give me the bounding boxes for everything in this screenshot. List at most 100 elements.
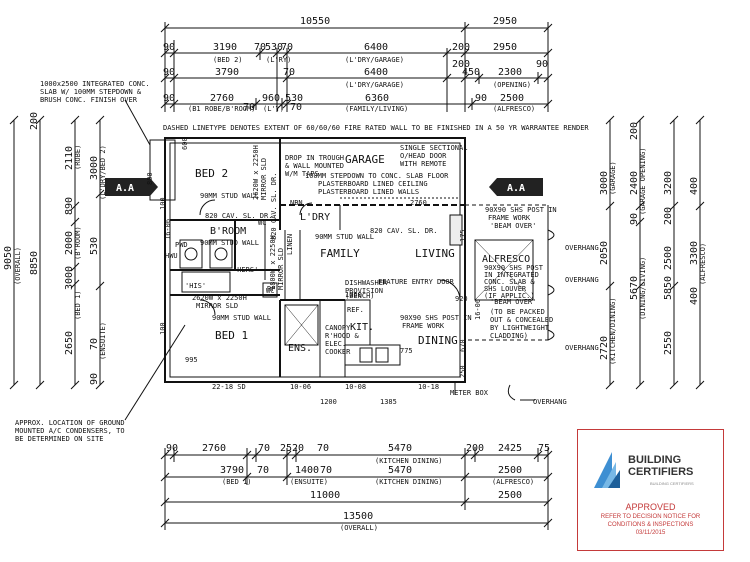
svg-text:(L'DRY/BED 2): (L'DRY/BED 2) xyxy=(99,145,107,200)
svg-text:3790: 3790 xyxy=(215,67,239,78)
svg-text:70: 70 xyxy=(317,443,329,454)
svg-text:70: 70 xyxy=(258,443,270,454)
svg-text:90X90 SHS POST IN: 90X90 SHS POST IN xyxy=(485,206,557,214)
svg-text:2520: 2520 xyxy=(280,443,304,454)
svg-text:2300: 2300 xyxy=(498,67,522,78)
svg-text:6360: 6360 xyxy=(365,93,389,104)
svg-text:2950: 2950 xyxy=(493,16,517,27)
svg-text:LINEN: LINEN xyxy=(286,234,294,255)
svg-text:820 CAV. SL. DR.: 820 CAV. SL. DR. xyxy=(370,227,437,235)
svg-text:(BENCH): (BENCH) xyxy=(345,292,375,300)
svg-text:WC: WC xyxy=(258,219,266,227)
svg-text:CONC. SLAB &: CONC. SLAB & xyxy=(484,278,535,286)
svg-text:6400: 6400 xyxy=(364,42,388,53)
svg-text:FRAME WORK: FRAME WORK xyxy=(402,322,445,330)
svg-text:RF: RF xyxy=(267,285,275,293)
svg-text:820 CAV. SL. DR.: 820 CAV. SL. DR. xyxy=(270,173,278,240)
svg-text:BY LIGHTWEIGHT: BY LIGHTWEIGHT xyxy=(490,324,550,332)
svg-text:DASHED LINETYPE DENOTES EXTENT: DASHED LINETYPE DENOTES EXTENT OF 60/60/… xyxy=(163,124,589,132)
left-dims: 9050 (OVERALL) 8850 200 2110 (ROBE) 3000… xyxy=(3,112,107,385)
right-dims: 3000 (GARAGE) 2400 (GARAGE OPENING) 200 … xyxy=(599,122,707,365)
svg-text:HWU: HWU xyxy=(165,252,178,260)
svg-text:'HIS': 'HIS' xyxy=(185,282,206,290)
svg-text:'BEAM OVER': 'BEAM OVER' xyxy=(490,298,536,306)
svg-text:MOUNTED A/C CONDENSERS, TO: MOUNTED A/C CONDENSERS, TO xyxy=(15,427,125,435)
svg-text:2620W x 2250H: 2620W x 2250H xyxy=(192,294,247,302)
svg-text:B'ROOM: B'ROOM xyxy=(210,226,246,237)
svg-text:BE DETERMINED ON SITE: BE DETERMINED ON SITE xyxy=(15,435,104,443)
svg-text:L'DRY: L'DRY xyxy=(300,212,330,223)
svg-text:920: 920 xyxy=(455,295,468,303)
svg-text:175: 175 xyxy=(459,229,467,242)
svg-text:A.A: A.A xyxy=(116,183,134,194)
svg-text:ALFRESCO: ALFRESCO xyxy=(482,254,530,265)
svg-text:2650: 2650 xyxy=(64,331,75,355)
svg-text:(ALFRESCO): (ALFRESCO) xyxy=(699,243,707,285)
svg-text:600: 600 xyxy=(181,137,189,150)
svg-text:450: 450 xyxy=(462,67,480,78)
svg-text:3790: 3790 xyxy=(220,465,244,476)
svg-text:5470: 5470 xyxy=(388,465,412,476)
svg-text:(KITCHEN DINING): (KITCHEN DINING) xyxy=(375,478,442,486)
svg-text:APPROX. LOCATION OF GROUND: APPROX. LOCATION OF GROUND xyxy=(15,419,125,427)
svg-text:90: 90 xyxy=(163,42,175,53)
svg-text:(OPENING): (OPENING) xyxy=(493,81,531,89)
svg-text:ELEC.: ELEC. xyxy=(325,340,346,348)
svg-text:FRAME WORK: FRAME WORK xyxy=(488,214,531,222)
svg-text:(B'ROOM): (B'ROOM) xyxy=(74,226,82,260)
svg-text:3000: 3000 xyxy=(64,266,75,290)
room-labels: BED 2 GARAGE B'ROOM L'DRY FAMILY LIVING … xyxy=(185,153,530,354)
svg-text:995: 995 xyxy=(185,356,198,364)
svg-text:PLASTERBOARD LINED WALLS: PLASTERBOARD LINED WALLS xyxy=(318,188,419,196)
svg-text:(L'RY): (L'RY) xyxy=(266,56,291,64)
svg-text:LIVING: LIVING xyxy=(415,247,455,260)
svg-text:90MM STUD WALL: 90MM STUD WALL xyxy=(212,314,271,322)
bottom-dims: 90 2760 70 2520 70 5470 200 2425 75 (KIT… xyxy=(166,443,550,532)
svg-text:250: 250 xyxy=(459,365,467,378)
svg-text:BRUSH CONC. FINISH OVER: BRUSH CONC. FINISH OVER xyxy=(40,96,138,104)
svg-text:775: 775 xyxy=(400,347,413,355)
approval-stamp: BUILDING CERTIFIERS BUILDING CERTIFIERS … xyxy=(577,429,724,551)
svg-text:GARAGE: GARAGE xyxy=(345,153,385,166)
section-marker-right: A.A xyxy=(489,178,543,196)
svg-text:R'HOOD &: R'HOOD & xyxy=(325,332,360,340)
svg-text:3190: 3190 xyxy=(213,42,237,53)
svg-text:2760: 2760 xyxy=(410,199,427,207)
svg-text:3000: 3000 xyxy=(599,171,610,195)
svg-text:90X90 SHS POST IN: 90X90 SHS POST IN xyxy=(400,314,472,322)
svg-text:(KITCHEN DINING): (KITCHEN DINING) xyxy=(375,457,442,465)
svg-text:670: 670 xyxy=(459,339,467,352)
svg-text:90MM STUD WALL: 90MM STUD WALL xyxy=(315,233,374,241)
svg-text:BED 2: BED 2 xyxy=(195,167,228,180)
svg-text:(ENSUITE): (ENSUITE) xyxy=(99,322,107,360)
svg-text:O/HEAD DOOR: O/HEAD DOOR xyxy=(400,152,447,160)
svg-text:90: 90 xyxy=(163,67,175,78)
svg-text:10-08: 10-08 xyxy=(345,383,366,391)
svg-text:200: 200 xyxy=(452,42,470,53)
svg-text:PWD: PWD xyxy=(175,241,188,249)
svg-text:3200: 3200 xyxy=(663,171,674,195)
svg-text:(OVERALL): (OVERALL) xyxy=(340,524,378,532)
svg-text:90MM STUD WALL: 90MM STUD WALL xyxy=(200,239,259,247)
svg-text:'BEAM OVER': 'BEAM OVER' xyxy=(490,222,536,230)
svg-text:70: 70 xyxy=(89,338,100,350)
svg-text:90: 90 xyxy=(475,93,487,104)
building-certifiers-logo-icon xyxy=(594,452,620,488)
svg-text:530: 530 xyxy=(265,42,283,53)
brand-sub: BUILDING CERTIFIERS xyxy=(650,481,694,486)
svg-text:200: 200 xyxy=(29,112,40,130)
svg-text:200: 200 xyxy=(629,122,640,140)
section-marker-left: A.A xyxy=(105,178,158,196)
svg-text:& WALL MOUNTED: & WALL MOUNTED xyxy=(285,162,344,170)
svg-text:200: 200 xyxy=(452,59,470,70)
svg-text:820 CAV. SL. DR.: 820 CAV. SL. DR. xyxy=(205,212,272,220)
svg-text:3000: 3000 xyxy=(89,156,100,180)
svg-text:MIRROR SLD: MIRROR SLD xyxy=(260,158,268,200)
svg-text:SINGLE SECTIONAL: SINGLE SECTIONAL xyxy=(400,144,467,152)
svg-text:2760: 2760 xyxy=(210,93,234,104)
svg-text:(L'Y): (L'Y) xyxy=(263,105,284,113)
svg-text:10-06: 10-06 xyxy=(290,383,311,391)
svg-text:IN INTEGRATED: IN INTEGRATED xyxy=(484,271,539,279)
svg-text:400: 400 xyxy=(689,287,700,305)
